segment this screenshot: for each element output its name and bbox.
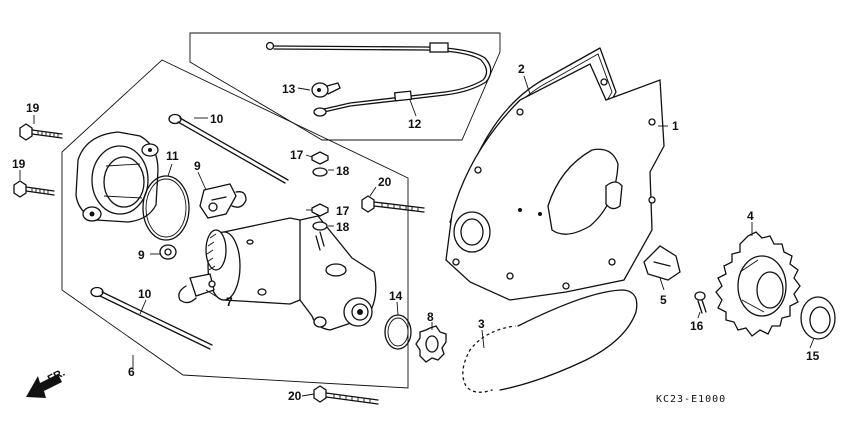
o-ring-large — [142, 175, 190, 241]
callout-labels: 1 2 3 4 5 6 7 8 9 9 10 10 11 12 13 14 15… — [12, 62, 820, 403]
chain-guide-plate — [643, 245, 681, 281]
callout-18-upper: 18 — [336, 164, 350, 178]
callout-15: 15 — [806, 349, 820, 363]
brush-holder — [199, 183, 247, 219]
callout-5: 5 — [660, 293, 667, 307]
callout-8: 8 — [427, 310, 434, 324]
diagram-code: KC23-E1000 — [656, 394, 726, 405]
o-ring-small-inner — [387, 317, 409, 347]
cable-group-outline — [189, 32, 501, 141]
long-bolt-lower — [90, 286, 213, 350]
oil-seal — [800, 296, 836, 340]
front-direction-arrow: FR. — [26, 367, 67, 398]
callout-9-upper: 9 — [194, 159, 201, 173]
direction-label: FR. — [46, 367, 67, 386]
drive-sprocket — [415, 325, 447, 363]
callout-10-lower: 10 — [138, 287, 152, 301]
callout-14: 14 — [389, 289, 403, 303]
callout-18-lower: 18 — [336, 220, 350, 234]
callout-6: 6 — [128, 365, 135, 379]
starter-group-outline — [61, 59, 409, 389]
starter-motor — [205, 215, 377, 331]
callout-11: 11 — [166, 149, 179, 163]
starter-cable — [265, 41, 492, 117]
bolt-20-upper — [361, 195, 425, 213]
starter-rear-cover — [75, 131, 159, 223]
nut-upper — [311, 151, 329, 177]
callout-19-upper: 19 — [26, 101, 40, 115]
o-ring-large-inner — [145, 178, 187, 238]
sprocket-cover — [445, 63, 665, 301]
callout-19-lower: 19 — [12, 157, 26, 171]
leader-lines — [19, 75, 815, 397]
callout-12: 12 — [408, 117, 422, 131]
callout-3: 3 — [478, 317, 485, 331]
drive-chain — [461, 289, 638, 394]
bolt-20-lower — [313, 385, 379, 405]
flange-bolt-lower — [13, 180, 55, 198]
final-sprocket — [715, 231, 801, 337]
starter-wire — [178, 273, 216, 304]
o-ring-small — [384, 314, 412, 350]
callout-17-upper: 17 — [290, 148, 304, 162]
callout-1: 1 — [672, 119, 679, 133]
callout-16: 16 — [690, 319, 704, 333]
callout-13: 13 — [282, 82, 296, 96]
battery-terminal — [311, 82, 341, 98]
flange-bolt-upper — [19, 123, 63, 141]
washer-small — [159, 244, 177, 260]
callout-2: 2 — [518, 62, 525, 76]
long-bolt-upper — [168, 113, 289, 184]
callout-7: 7 — [226, 295, 233, 309]
callout-9-lower: 9 — [138, 248, 145, 262]
callout-10-upper: 10 — [210, 112, 224, 126]
nut-lower — [311, 203, 329, 231]
callout-20-upper: 20 — [378, 175, 392, 189]
callout-20-lower: 20 — [288, 389, 302, 403]
bolt-16 — [694, 291, 707, 314]
callout-4: 4 — [747, 209, 754, 223]
callout-17-lower: 17 — [336, 204, 350, 218]
